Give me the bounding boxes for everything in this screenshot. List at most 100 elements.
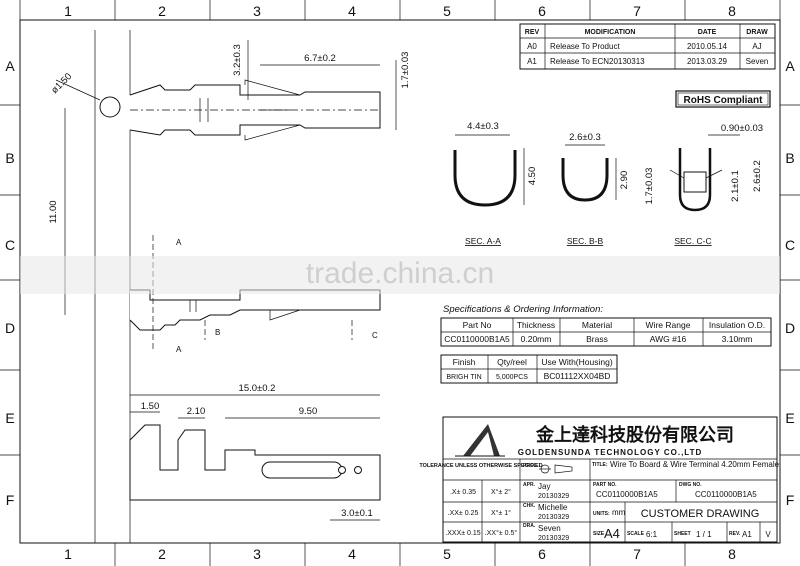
dwg-no-label: DWG NO.: [679, 482, 702, 488]
drawing-title: Wire To Board & Wire Terminal 4.20mm Fem…: [610, 460, 780, 469]
grid-col-7-bottom: 7: [633, 546, 641, 562]
apr-name: Jay: [538, 482, 550, 491]
spec-v-wire-range: AWG #16: [650, 334, 687, 344]
dim-seg-1: 1.50: [141, 401, 160, 412]
sec-c-h2: 2.1±0.1: [730, 170, 741, 202]
title-block: 金上達科技股份有限公司 GOLDENSUNDA TECHNOLOGY CO.,L…: [419, 416, 780, 543]
rev-row-2-rev: A1: [527, 57, 537, 66]
dim-hole-diameter: ø1.50: [49, 71, 74, 96]
watermark-text: trade.china.cn: [306, 257, 494, 290]
spec-v-housing: BC01112XX04BD: [544, 371, 611, 381]
marker-a-top: A: [176, 238, 182, 247]
grid-col-5: 5: [443, 3, 451, 19]
dim-seg-2: 2.10: [187, 406, 206, 417]
section-b-b: 2.6±0.3 2.90 SEC. B-B: [561, 132, 630, 246]
section-a-a: 4.4±0.3 4.50 SEC. A-A: [453, 121, 538, 246]
units-label: UNITS:: [593, 511, 610, 517]
draw-header: DRAW: [746, 29, 768, 36]
dim-total-length: 15.0±0.2: [239, 383, 276, 394]
grid-col-7: 7: [633, 3, 641, 19]
rev-row-2-date: 2013.03.29: [687, 57, 728, 66]
chk-name: Michelle: [538, 503, 568, 512]
part-no: CC0110000B1A5: [596, 490, 658, 499]
rev-row-1-rev: A0: [527, 42, 537, 51]
grid-top: 1 2 3 4 5 6 7 8: [19, 0, 781, 20]
revision-table: REV MODIFICATION DATE DRAW A0 Release To…: [519, 23, 776, 70]
marker-c: C: [372, 331, 378, 340]
sec-a-width: 4.4±0.3: [467, 121, 499, 132]
spec-h-insulation: Insulation O.D.: [709, 320, 765, 330]
rev-row-2-mod: Release To ECN20130313: [550, 57, 645, 66]
watermark: trade.china.cn: [20, 256, 780, 294]
grid-col-3: 3: [253, 3, 261, 19]
sec-b-label: SEC. B-B: [567, 236, 604, 246]
flat-view-dimensions: 15.0±0.2 1.50 2.10 9.50 3.0±0.1: [130, 383, 380, 521]
scale-value: 6:1: [646, 530, 658, 539]
grid-row-d-right: D: [785, 320, 795, 336]
spec-h-housing: Use With(Housing): [541, 357, 612, 367]
grid-row-a-right: A: [785, 58, 795, 74]
rev-label: REV.: [729, 531, 741, 537]
rev-row-2-draw: Seven: [746, 57, 769, 66]
date-header: DATE: [698, 29, 717, 36]
sec-a-label: SEC. A-A: [465, 236, 501, 246]
grid-col-8: 8: [728, 3, 736, 19]
dra-date: 20130329: [538, 535, 569, 542]
marker-a-bottom: A: [176, 345, 182, 354]
company-name-cn: 金上達科技股份有限公司: [535, 424, 734, 445]
v-mark: V: [765, 530, 771, 539]
sec-c-width: 0.90±0.03: [721, 123, 763, 134]
grid-col-6: 6: [538, 3, 546, 19]
rev-header: REV: [525, 29, 540, 36]
dim-pitch: 11.00: [48, 200, 59, 223]
company-logo: [455, 424, 505, 457]
spec-h-material: Material: [582, 320, 612, 330]
grid-row-b: B: [5, 150, 14, 166]
tol-3a: .XXX± 0.15: [445, 530, 480, 537]
spec-h-partno: Part No: [463, 320, 492, 330]
spec-v-qty: 5,000PCS: [496, 374, 528, 381]
grid-col-1: 1: [64, 3, 72, 19]
chk-label: CHK.: [523, 503, 536, 509]
sheet-value: 1 / 1: [696, 530, 712, 539]
spec-h-finish: Finish: [453, 357, 476, 367]
projection-symbol-icon: [539, 464, 573, 474]
grid-row-b-right: B: [785, 150, 794, 166]
dwg-no: CC0110000B1A5: [695, 490, 757, 499]
grid-row-e: E: [5, 410, 14, 426]
grid-row-c-right: C: [785, 237, 795, 253]
spec-v-insulation: 3.10mm: [722, 334, 753, 344]
grid-col-6-bottom: 6: [538, 546, 546, 562]
grid-col-2: 2: [158, 3, 166, 19]
spec-title: Specifications & Ordering Information:: [443, 304, 603, 315]
rev-row-1-mod: Release To Product: [550, 42, 620, 51]
size-value: A4: [604, 526, 620, 541]
tolerance-header: TOLERANCE UNLESS OTHERWISE SPECIFIED: [419, 463, 542, 469]
spec-v-partno: CC0110000B1A5: [444, 334, 510, 344]
spec-v-material: Brass: [586, 334, 608, 344]
terminal-flat-view: [129, 424, 381, 501]
rev-row-1-date: 2010.05.14: [687, 42, 728, 51]
dim-tip: 3.0±0.1: [341, 508, 373, 519]
grid-row-e-right: E: [785, 410, 794, 426]
grid-row-d: D: [5, 320, 15, 336]
section-c-c: 0.90±0.03 1.7±0.03 2.1±0.1 2.6±0.2 SEC. …: [644, 123, 763, 246]
spec-h-thickness: Thickness: [517, 320, 555, 330]
grid-col-4-bottom: 4: [348, 546, 356, 562]
proj-label: PROJ.: [523, 463, 539, 469]
grid-right: A B C D E F: [780, 58, 800, 508]
dra-name: Seven: [538, 524, 561, 533]
spec-v-finish: BRIGH TIN: [446, 374, 481, 381]
dim-3-2: 3.2±0.3: [232, 44, 243, 76]
apr-date: 20130329: [538, 493, 569, 500]
grid-bottom: 1 2 3 4 5 6 7 8: [64, 543, 736, 566]
pilot-hole: [99, 96, 121, 118]
spec-h-wire-range: Wire Range: [646, 320, 691, 330]
sec-c-label: SEC. C-C: [674, 236, 711, 246]
part-no-label: PART NO.: [593, 482, 617, 488]
grid-col-8-bottom: 8: [728, 546, 736, 562]
scale-label: SCALE: [627, 531, 645, 537]
spec-h-qty: Qty/reel: [497, 357, 527, 367]
tol-2b: X°± 1°: [491, 509, 511, 517]
rev-value: A1: [742, 530, 752, 539]
